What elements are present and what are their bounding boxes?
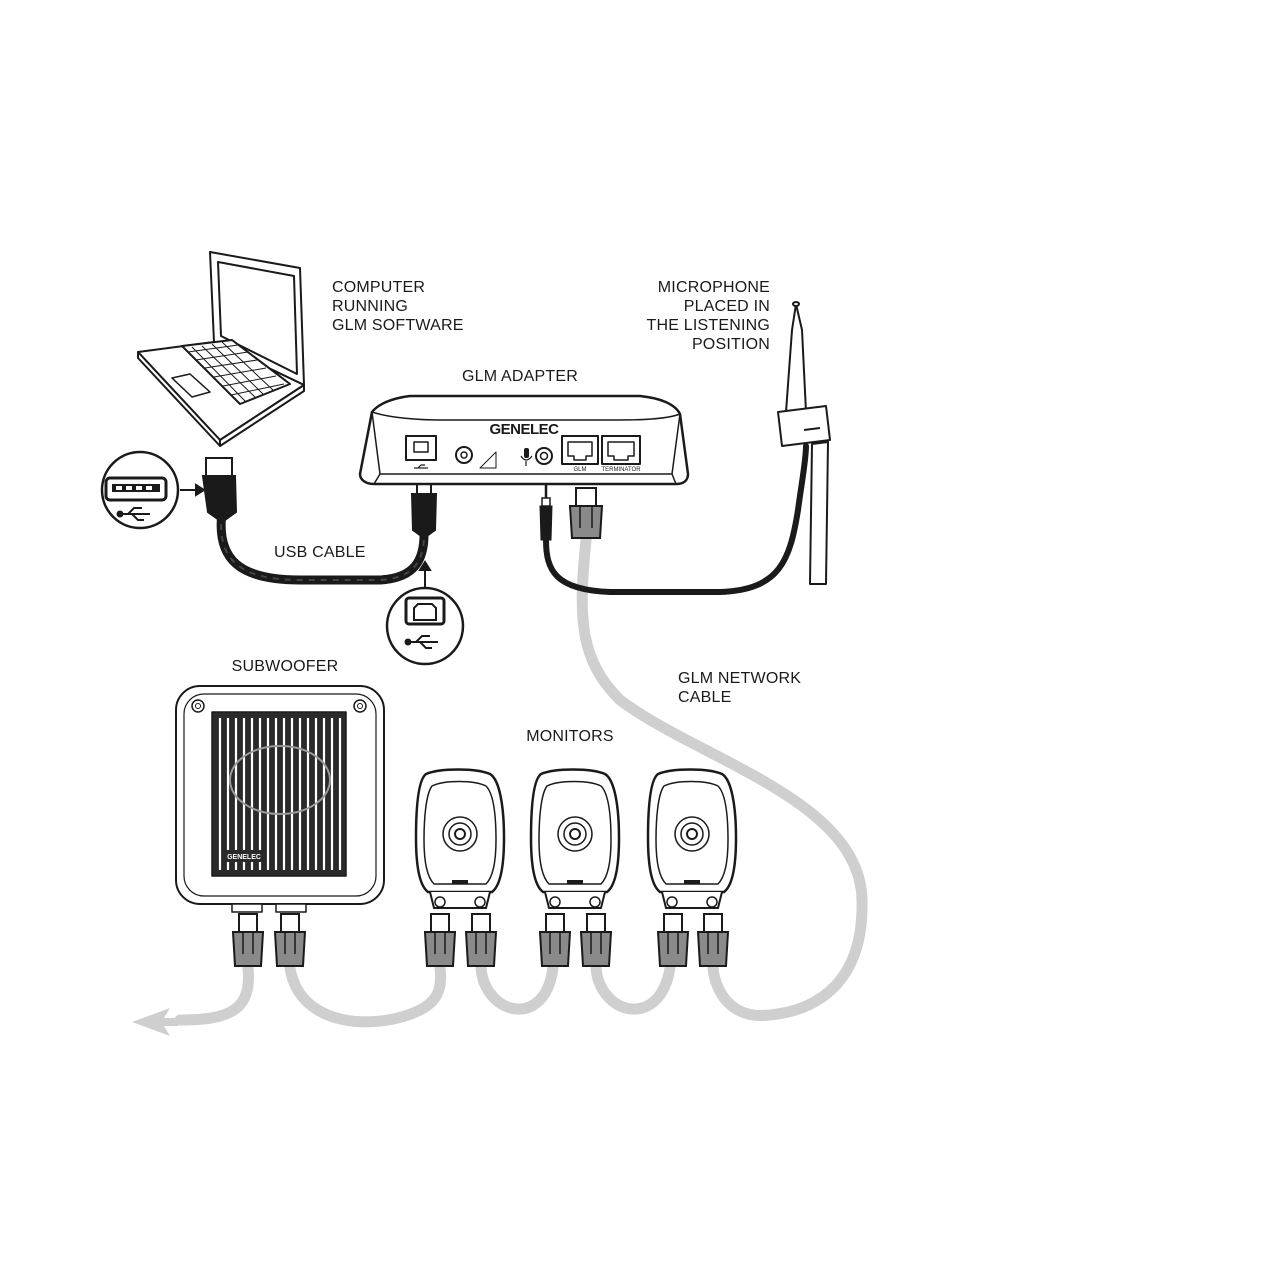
microphone-cable	[543, 443, 809, 595]
usb-a-plug	[201, 457, 238, 524]
adapter-brand: GENELEC	[489, 421, 559, 438]
network-plug	[579, 913, 613, 967]
outgoing-arrow-icon	[132, 1008, 178, 1036]
adapter-port-glm-label: GLM	[573, 467, 586, 473]
network-plug	[423, 913, 457, 967]
network-plug	[273, 913, 307, 967]
monitor-speaker-1	[414, 768, 506, 909]
usb-a-port-icon	[100, 450, 180, 530]
glm-network-cable	[174, 534, 868, 1028]
network-plug	[656, 913, 690, 967]
subwoofer-brand: GENELEC	[227, 854, 261, 861]
adapter-network-plug	[568, 487, 604, 539]
monitor-speaker-3	[646, 768, 738, 909]
usb-b-plug	[410, 481, 438, 540]
network-plug	[464, 913, 498, 967]
glm-adapter-label: GLM ADAPTER	[461, 368, 578, 385]
network-plug	[696, 913, 730, 967]
network-plug	[538, 913, 572, 967]
usb-cable-label: USB CABLE	[274, 544, 366, 561]
laptop-illustration	[137, 251, 305, 447]
glm-network-cable-label: GLM NETWORK CABLE	[678, 670, 802, 706]
microphone-label: MICROPHONE PLACED IN THE LISTENING POSIT…	[646, 279, 770, 353]
usb-b-port-icon	[385, 586, 465, 666]
mini-jack-plug	[539, 484, 553, 541]
glm-adapter-illustration	[358, 394, 690, 486]
monitors-label: MONITORS	[526, 728, 614, 745]
subwoofer-label: SUBWOOFER	[231, 658, 339, 675]
microphone-illustration	[777, 301, 831, 585]
adapter-port-terminator-label: TERMINATOR	[601, 467, 641, 473]
monitor-speaker-2	[529, 768, 621, 909]
computer-label: COMPUTER RUNNING GLM SOFTWARE	[332, 279, 464, 334]
network-plug	[231, 913, 265, 967]
subwoofer-illustration	[175, 685, 385, 913]
